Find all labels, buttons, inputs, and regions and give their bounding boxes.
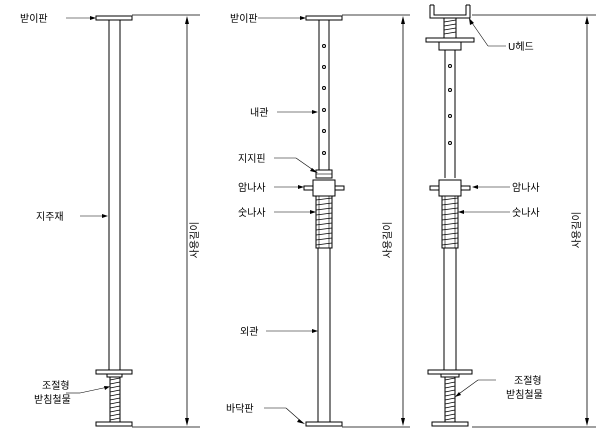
base-plate-2 <box>305 421 343 427</box>
top-bearing-plate-2 <box>305 15 343 21</box>
label-adjustable-support-3-line2: 받침철물 <box>506 389 543 401</box>
label-adjustable-support-3-line1: 조절형 <box>514 374 542 387</box>
top-bearing-plate <box>95 15 133 21</box>
label-strut: 지주재 <box>36 211 64 223</box>
label-male-thread-3: 숫나사 <box>512 207 540 219</box>
label-adjustable-support-line1: 조절형 <box>42 379 70 392</box>
figure-strut-support: 받이판 지주재 조절형 받침철물 사용길이 <box>20 13 201 428</box>
label-female-thread-2: 암나사 <box>238 182 266 194</box>
label-female-thread-3: 암나사 <box>512 182 540 194</box>
label-inner-tube: 내관 <box>250 107 268 119</box>
male-thread-3 <box>441 195 459 249</box>
adjust-plate <box>95 369 133 375</box>
label-bearing-plate-1: 받이판 <box>20 13 48 25</box>
adjust-plate-3 <box>427 369 473 375</box>
u-head <box>429 5 471 19</box>
base-plate <box>95 421 133 427</box>
pin-holes-2 <box>322 44 326 155</box>
figure-u-head-support: U헤드 암나사 숫나사 조절형 받침철물 사용길이 <box>425 4 596 428</box>
label-male-thread-2: 숫나사 <box>238 207 266 219</box>
label-outer-tube: 외관 <box>240 326 258 338</box>
pin-holes-3 <box>448 64 452 145</box>
figure-telescopic-support: 받이판 내관 지지핀 암나사 숫나사 외관 바닥판 사용길이 <box>226 13 410 428</box>
label-base-plate: 바닥판 <box>226 403 254 415</box>
label-usable-length-3: 사용길이 <box>570 212 583 249</box>
label-usable-length-2: 사용길이 <box>381 222 394 259</box>
label-adjustable-support-line2: 받침철물 <box>34 394 71 406</box>
base-plate-3 <box>431 421 469 427</box>
label-support-pin: 지지핀 <box>238 153 266 165</box>
label-u-head: U헤드 <box>508 41 534 53</box>
label-usable-length-1: 사용길이 <box>188 222 201 259</box>
label-bearing-plate-2: 받이판 <box>230 13 258 25</box>
male-thread-2 <box>315 195 333 249</box>
